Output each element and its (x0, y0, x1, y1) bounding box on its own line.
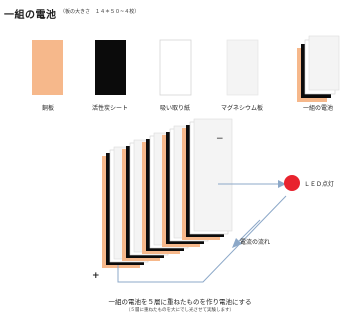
current-flow-label: 電流の流れ (240, 239, 271, 246)
blotting-paper (159, 39, 192, 96)
stacked-battery (102, 118, 233, 268)
caption-carbon: 活性炭シート (91, 105, 128, 112)
current-flow-arrow-icon (232, 238, 242, 248)
single-cell-composite (297, 35, 340, 102)
stack-cell-5-layer-4 (193, 118, 233, 232)
plus-terminal-label: + (92, 271, 100, 281)
footer-line-1: 一組の電池を５層に重ねたものを作り電池にする (108, 298, 252, 306)
led-label: ＬＥＤ点灯 (304, 181, 335, 188)
caption-paper: 吸い取り紙 (159, 105, 190, 112)
minus-terminal-label: − (216, 134, 224, 144)
current-flow-line (235, 219, 261, 245)
footer-line-2: （５層に重ねたものを大にでし光させて実験します） (126, 308, 234, 313)
caption-cell: 一組の電池 (302, 105, 333, 112)
caption-magnesium: マグネシウム板 (220, 105, 263, 112)
wire-negative (117, 195, 287, 283)
size-note: （板の大きさ １４＊５０~４枚） (60, 9, 140, 15)
copper-plate (32, 40, 63, 95)
magnesium-plate (226, 39, 259, 96)
led-icon (284, 175, 300, 191)
caption-copper: 銅板 (41, 105, 54, 112)
page-title: 一組の電池 (4, 10, 57, 21)
carbon-sheet (95, 40, 126, 95)
arrow-to-led-icon (278, 180, 286, 188)
